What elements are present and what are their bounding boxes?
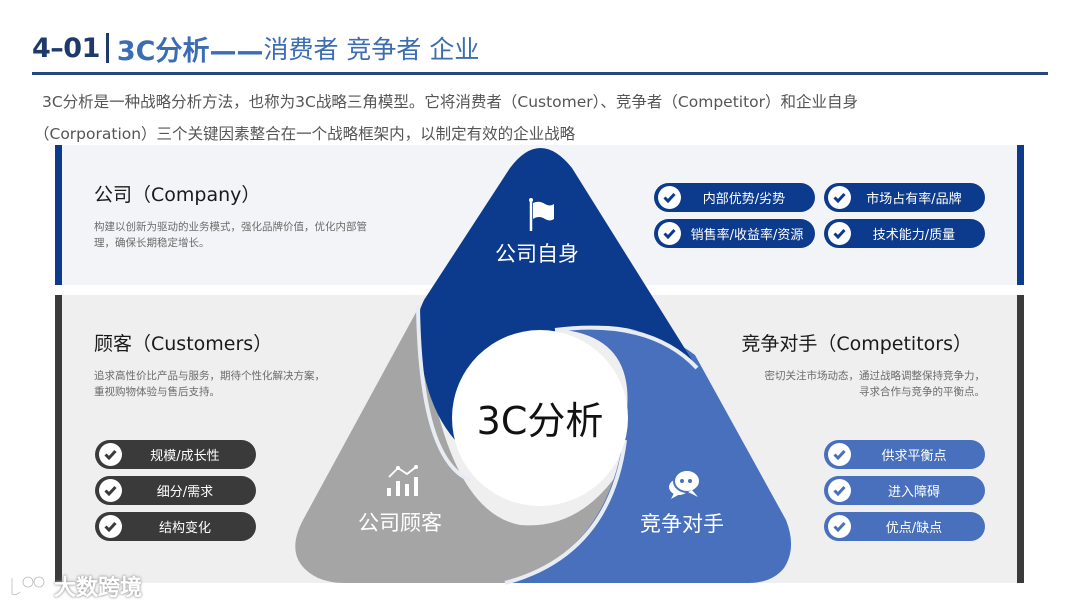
tag-label: 内部优势/劣势 xyxy=(702,192,786,207)
competitors-desc-line-2: 寻求合作与竞争的平衡点。 xyxy=(859,386,985,398)
check-icon xyxy=(658,222,681,245)
tag-label: 优点/缺点 xyxy=(885,521,943,536)
check-icon xyxy=(99,479,122,502)
segment-label-company: 公司自身 xyxy=(495,242,579,266)
intro-text: 3C分析是一种战略分析方法，也称为3C战略三角模型。它将消费者（Customer… xyxy=(34,86,1052,150)
center-circle xyxy=(452,330,628,506)
tag-label: 销售率/收益率/资源 xyxy=(690,228,804,243)
check-icon xyxy=(828,479,851,502)
tag-tech-quality: 技术能力/质量 xyxy=(824,219,985,248)
watermark-text: 大数跨境 xyxy=(54,576,143,601)
intro-line-2: （Corporation）三个关键因素整合在一个战略框架内，以制定有效的企业战略 xyxy=(34,125,576,143)
check-icon xyxy=(828,515,851,538)
title-main: 3C分析—— xyxy=(116,35,264,67)
separator-line xyxy=(416,304,471,482)
tag-structure-change: 结构变化 xyxy=(95,512,256,541)
separator-line xyxy=(554,325,699,370)
check-icon xyxy=(99,443,122,466)
panel-accent-left xyxy=(55,295,62,583)
segment-label-customers: 公司顾客 xyxy=(358,511,442,535)
tag-internal-strengths: 内部优势/劣势 xyxy=(654,183,815,212)
competitors-desc-line-1: 密切关注市场动态，通过战略调整保持竞争力， xyxy=(764,370,986,382)
tag-sales-resources: 销售率/收益率/资源 xyxy=(654,219,815,248)
customers-desc-line-2: 重视购物体验与售后支持。 xyxy=(94,386,220,398)
title-underline xyxy=(32,72,1048,75)
title-sub: 消费者 竞争者 企业 xyxy=(263,35,480,64)
tag-label: 细分/需求 xyxy=(156,485,214,500)
panel-accent-right xyxy=(1017,295,1024,583)
title-divider xyxy=(105,33,109,63)
panel-accent-right xyxy=(1017,145,1024,285)
customers-description: 追求高性价比产品与服务，期待个性化解决方案， 重视购物体验与售后支持。 xyxy=(94,368,325,400)
section-number: 4–01 xyxy=(32,32,100,64)
center-label: 3C分析 xyxy=(476,399,604,443)
tag-label: 进入障碍 xyxy=(887,485,940,500)
tag-scale-growth: 规模/成长性 xyxy=(95,440,256,469)
tag-pros-cons: 优点/缺点 xyxy=(824,512,985,541)
company-title: 公司（Company） xyxy=(94,184,261,206)
chart-icon xyxy=(387,465,418,496)
tag-label: 规模/成长性 xyxy=(150,449,220,464)
intro-line-1: 3C分析是一种战略分析方法，也称为3C战略三角模型。它将消费者（Customer… xyxy=(42,93,859,111)
separator-line xyxy=(504,439,627,585)
tag-supply-demand-balance: 供求平衡点 xyxy=(824,440,985,469)
tag-segment-demand: 细分/需求 xyxy=(95,476,256,505)
watermark-logo-icon xyxy=(10,575,46,596)
customers-title: 顾客（Customers） xyxy=(94,333,273,355)
competitors-title: 竞争对手（Competitors） xyxy=(741,333,972,355)
tag-label: 技术能力/质量 xyxy=(872,228,956,243)
competitors-description: 密切关注市场动态，通过战略调整保持竞争力， 寻求合作与竞争的平衡点。 xyxy=(765,368,986,400)
panel-accent-left xyxy=(55,145,62,285)
check-icon xyxy=(828,186,851,209)
company-description: 构建以创新为驱动的业务模式，强化品牌价值，优化内部管 理，确保长期稳定增长。 xyxy=(94,219,367,251)
company-desc-line-2: 理，确保长期稳定增长。 xyxy=(94,237,210,249)
check-icon xyxy=(99,515,122,538)
segment-customers xyxy=(295,305,620,583)
tag-label: 供求平衡点 xyxy=(881,449,947,464)
tag-entry-barriers: 进入障碍 xyxy=(824,476,985,505)
segment-label-competitors: 竞争对手 xyxy=(640,512,724,536)
page-title: 4–01 3C分析—— 消费者 竞争者 企业 xyxy=(32,28,479,68)
check-icon xyxy=(828,443,851,466)
tag-label: 市场占有率/品牌 xyxy=(866,192,962,207)
watermark: 大数跨境 xyxy=(8,570,142,602)
tag-label: 结构变化 xyxy=(158,521,211,536)
customers-desc-line-1: 追求高性价比产品与服务，期待个性化解决方案， xyxy=(94,370,325,382)
check-icon xyxy=(658,186,681,209)
check-icon xyxy=(828,222,851,245)
segment-competitors xyxy=(508,327,792,583)
tag-market-share: 市场占有率/品牌 xyxy=(824,183,985,212)
flag-icon xyxy=(529,198,554,231)
chat-icon xyxy=(669,469,701,499)
company-desc-line-1: 构建以创新为驱动的业务模式，强化品牌价值，优化内部管 xyxy=(94,221,367,233)
